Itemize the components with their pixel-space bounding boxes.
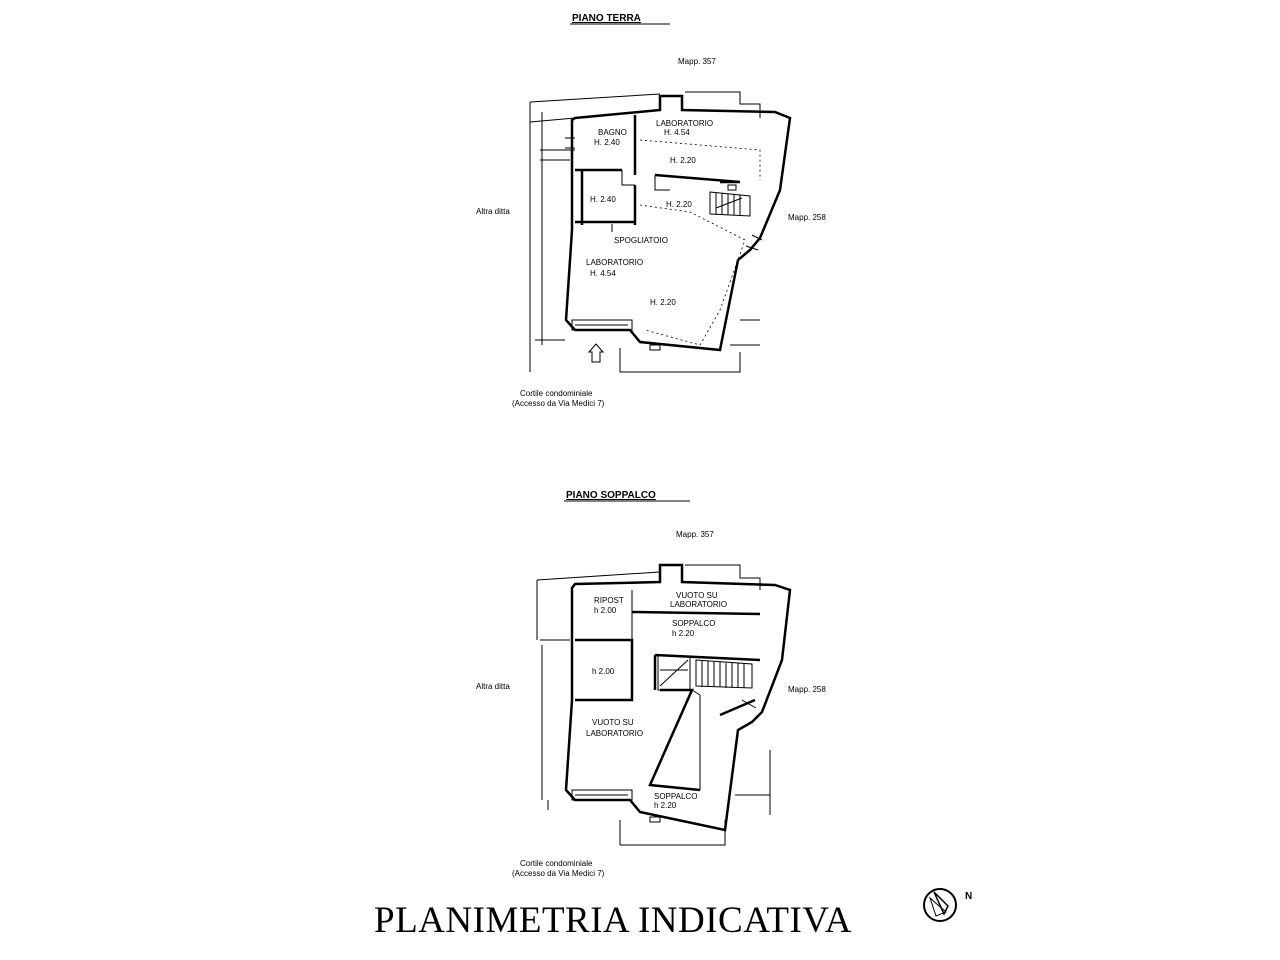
ground-room-spogliatoio: SPOGLIATOIO xyxy=(614,236,668,245)
ground-mapp-east: Mapp. 258 xyxy=(788,213,826,222)
mezzanine-void-top-line1: VUOTO SU xyxy=(676,591,718,600)
ground-room-bagno-height: H. 2.40 xyxy=(594,138,620,147)
mezzanine-height-200: h 2.00 xyxy=(592,667,615,676)
mezzanine-access-label: (Accesso da Via Medici 7) xyxy=(512,869,605,878)
mezzanine-void-bottom-line1: VUOTO SU xyxy=(592,718,634,727)
mezzanine-room-ripost: RIPOST xyxy=(594,596,624,605)
ground-neighbour-west: Altra ditta xyxy=(476,207,510,216)
ground-room-lab-top-height: H. 4.54 xyxy=(664,128,690,137)
mezzanine-room-ripost-height: h 2.00 xyxy=(594,606,617,615)
mezzanine-neighbour-west: Altra ditta xyxy=(476,682,510,691)
ground-mapp-north: Mapp. 357 xyxy=(678,57,716,66)
ground-height-220-a: H. 2.20 xyxy=(670,156,696,165)
mezzanine-void-top-line2: LABORATORIO xyxy=(670,600,727,609)
mezzanine-courtyard-label: Cortile condominiale xyxy=(520,859,593,868)
mezzanine-soppalco-top-height: h 2.20 xyxy=(672,629,695,638)
ground-height-220-b: H. 2.20 xyxy=(666,200,692,209)
ground-courtyard-label: Cortile condominiale xyxy=(520,389,593,398)
north-arrow-icon xyxy=(923,888,957,922)
ground-access-label: (Accesso da Via Medici 7) xyxy=(512,399,605,408)
ground-height-240: H. 2.40 xyxy=(590,195,616,204)
plan-title: PLANIMETRIA INDICATIVA xyxy=(374,900,852,941)
ground-room-bagno: BAGNO xyxy=(598,128,627,137)
mezzanine-title: PIANO SOPPALCO xyxy=(566,490,656,501)
mezzanine-soppalco-bottom-height: h 2.20 xyxy=(654,801,677,810)
ground-room-lab-bottom: LABORATORIO xyxy=(586,258,643,267)
ground-room-lab-bottom-height: H. 4.54 xyxy=(590,269,616,278)
ground-floor-plan: PIANO TERRA Mapp. 357 Mapp. 258 Altra di… xyxy=(476,13,826,408)
ground-room-lab-top: LABORATORIO xyxy=(656,119,713,128)
mezzanine-soppalco-top: SOPPALCO xyxy=(672,619,715,628)
north-label: N xyxy=(965,891,972,902)
ground-floor-title: PIANO TERRA xyxy=(572,13,641,24)
mezzanine-soppalco-bottom: SOPPALCO xyxy=(654,792,697,801)
ground-height-220-c: H. 2.20 xyxy=(650,298,676,307)
mezzanine-mapp-north: Mapp. 357 xyxy=(676,530,714,539)
mezzanine-mapp-east: Mapp. 258 xyxy=(788,685,826,694)
mezzanine-void-bottom-line2: LABORATORIO xyxy=(586,729,643,738)
mezzanine-plan: PIANO SOPPALCO Mapp. 357 Mapp. 258 Altra… xyxy=(476,490,826,878)
